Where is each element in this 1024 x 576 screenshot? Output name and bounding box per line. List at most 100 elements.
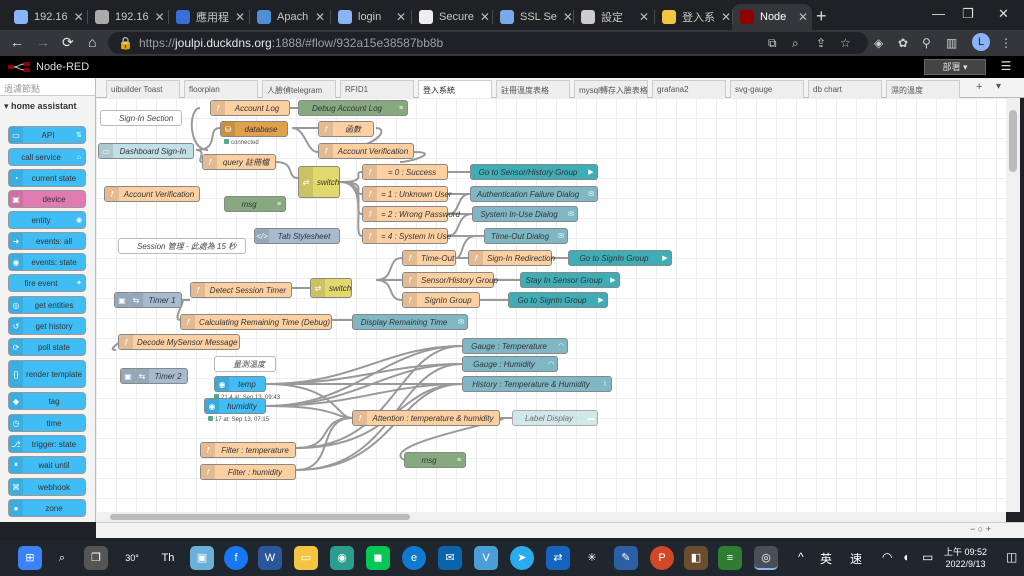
close-icon[interactable]: ✕ — [235, 10, 246, 24]
ha-entity-humidity[interactable]: ◉humidity — [204, 398, 266, 414]
change-node-wrong-password[interactable]: f= 2 : Wrong Password — [362, 206, 460, 222]
close-icon[interactable]: ✕ — [479, 10, 490, 24]
scrollbar-thumb[interactable] — [110, 514, 410, 520]
ha-entity-temp[interactable]: ◉temp — [214, 376, 266, 392]
timer-node-2[interactable]: ▣⇆Timer 2 — [120, 368, 188, 384]
mail-icon[interactable]: ✉ — [438, 546, 462, 570]
browser-tab[interactable]: 192.16✕ — [6, 4, 86, 30]
browser-tab[interactable]: 登入系✕ — [654, 4, 734, 30]
palette-search-input[interactable]: 過濾節點 — [0, 78, 95, 96]
palette-node-get-history[interactable]: ↺get history — [8, 317, 86, 335]
change-node-unknown-user[interactable]: f= 1 : Unknown User — [362, 186, 451, 202]
browser-tab[interactable]: 應用程✕ — [168, 4, 248, 30]
change-node-system-in-use[interactable]: f= 4 : System In Use — [362, 228, 451, 244]
start-button-icon[interactable]: ⊞ — [18, 546, 42, 570]
zoom-controls[interactable]: − ○ + — [970, 524, 991, 534]
ui-chart-history[interactable]: History : Temperature & Humidity⌇ — [462, 376, 612, 392]
search-icon[interactable]: ⌕ — [58, 552, 66, 564]
close-icon[interactable]: ✕ — [721, 10, 732, 24]
ui-gauge-humidity[interactable]: Gauge : Humidity◠ — [462, 356, 558, 372]
file-explorer-icon[interactable]: ▭ — [294, 546, 318, 570]
facebook-icon[interactable]: f — [224, 546, 248, 570]
palette-node-api[interactable]: ▭API⇅ — [8, 126, 86, 144]
database-node[interactable]: ⛁database — [220, 121, 288, 137]
palette-node-fire-event[interactable]: fire event✦ — [8, 274, 86, 292]
home-icon[interactable]: ⌂ — [88, 34, 97, 50]
flow-tab[interactable]: 註冊溫度表格 — [496, 80, 570, 98]
palette-node-entity[interactable]: entity◉ — [8, 211, 86, 229]
ui-text-display-remaining[interactable]: Display Remaining Time✉ — [352, 314, 468, 330]
palette-node-events-all[interactable]: ➜events: all — [8, 232, 86, 250]
ui-control-goto-sensor-history[interactable]: Go to Sensor/History Group▶ — [470, 164, 598, 180]
debug-node-account-log[interactable]: Debug Account Log≡ — [298, 100, 408, 116]
sidepanel-icon[interactable]: ▥ — [946, 36, 958, 50]
browser-tab[interactable]: SSL Se✕ — [492, 4, 573, 30]
weather-widget[interactable]: 30° — [125, 553, 139, 563]
reload-icon[interactable]: ⟳ — [62, 34, 74, 50]
slack-icon[interactable]: ✳ — [587, 552, 597, 564]
close-icon[interactable]: ✕ — [73, 10, 84, 24]
open-in-app-icon[interactable]: ⧉ — [768, 36, 777, 50]
ui-template-tab-stylesheet[interactable]: </>Tab Stylesheet — [254, 228, 340, 244]
browser-tab[interactable]: 192.16✕ — [87, 4, 167, 30]
palette-node-call-service[interactable]: call service⌂ — [8, 148, 86, 166]
flow-tab-active[interactable]: 登入系統 — [418, 80, 492, 99]
app-icon[interactable]: ◧ — [684, 546, 708, 570]
forward-icon[interactable]: → — [36, 34, 50, 50]
line-icon[interactable]: ◼ — [366, 546, 390, 570]
browser-menu-icon[interactable]: ⋮ — [1000, 36, 1012, 50]
palette-node-render-template[interactable]: {}render template — [8, 360, 86, 388]
profile-avatar[interactable]: L — [972, 33, 990, 51]
flow-tab[interactable]: floorplan — [184, 80, 258, 98]
palette-node-webhook[interactable]: ⌘webhook — [8, 478, 86, 496]
canvas-vertical-scrollbar[interactable] — [1006, 98, 1020, 512]
flow-tab[interactable]: 濕的溫度 — [886, 80, 960, 98]
notification-icon[interactable]: ◫ — [1006, 550, 1018, 564]
vscode-icon[interactable]: V — [474, 546, 498, 570]
flow-tab[interactable]: grafana2 — [652, 80, 726, 98]
ime-mode-indicator[interactable]: 速 — [850, 552, 863, 566]
chevron-up-icon[interactable]: ^ — [798, 550, 804, 564]
share-icon[interactable]: ⇪ — [816, 36, 827, 50]
telegram-icon[interactable]: ➤ — [510, 546, 534, 570]
browser-tab[interactable]: Secure✕ — [411, 4, 491, 30]
add-flow-icon[interactable]: + — [976, 81, 983, 93]
palette-category-header[interactable]: ▾ home assistant — [4, 101, 77, 111]
ui-gauge-temperature[interactable]: Gauge : Temperature◠ — [462, 338, 568, 354]
zoom-reset-icon[interactable]: ○ — [977, 524, 984, 534]
chrome-icon[interactable]: ◎ — [754, 546, 778, 570]
ui-control-stay-in-sensor[interactable]: Stay In Sensor Group▶ — [520, 272, 620, 288]
zoom-in-icon[interactable]: + — [985, 524, 991, 534]
close-icon[interactable]: ✕ — [314, 10, 325, 24]
palette-node-get-entities[interactable]: ◎get entities — [8, 296, 86, 314]
flow-tab[interactable]: uibuilder Toast — [106, 80, 180, 98]
task-view-icon[interactable]: ❐ — [84, 546, 108, 570]
ui-dialog-timeout[interactable]: Time-Out Dialog✉ — [484, 228, 568, 244]
change-node-success[interactable]: f= 0 : Success — [362, 164, 448, 180]
battery-icon[interactable]: ▭ — [922, 550, 934, 564]
wifi-icon[interactable]: ◠ — [882, 550, 893, 564]
browser-tab[interactable]: Apach✕ — [249, 4, 329, 30]
flow-tab[interactable]: RFID1 — [340, 80, 414, 98]
ui-text-label-display[interactable]: Label Display▬ — [512, 410, 598, 426]
app-icon[interactable]: ⇄ — [546, 546, 570, 570]
canvas-horizontal-scrollbar[interactable] — [96, 512, 1006, 522]
debug-node-msg-2[interactable]: msg≡ — [404, 452, 466, 468]
comment-node[interactable]: Session 管理 - 此處為 15 秒 — [118, 238, 246, 254]
app-icon[interactable]: ✎ — [614, 546, 638, 570]
palette-node-events-state[interactable]: ◉events: state — [8, 253, 86, 271]
extension-icon[interactable]: ◈ — [874, 36, 884, 50]
lock-icon[interactable]: 🔒 — [118, 36, 133, 50]
app-icon[interactable]: ▣ — [190, 546, 214, 570]
close-window-icon[interactable]: ✕ — [998, 6, 1009, 21]
